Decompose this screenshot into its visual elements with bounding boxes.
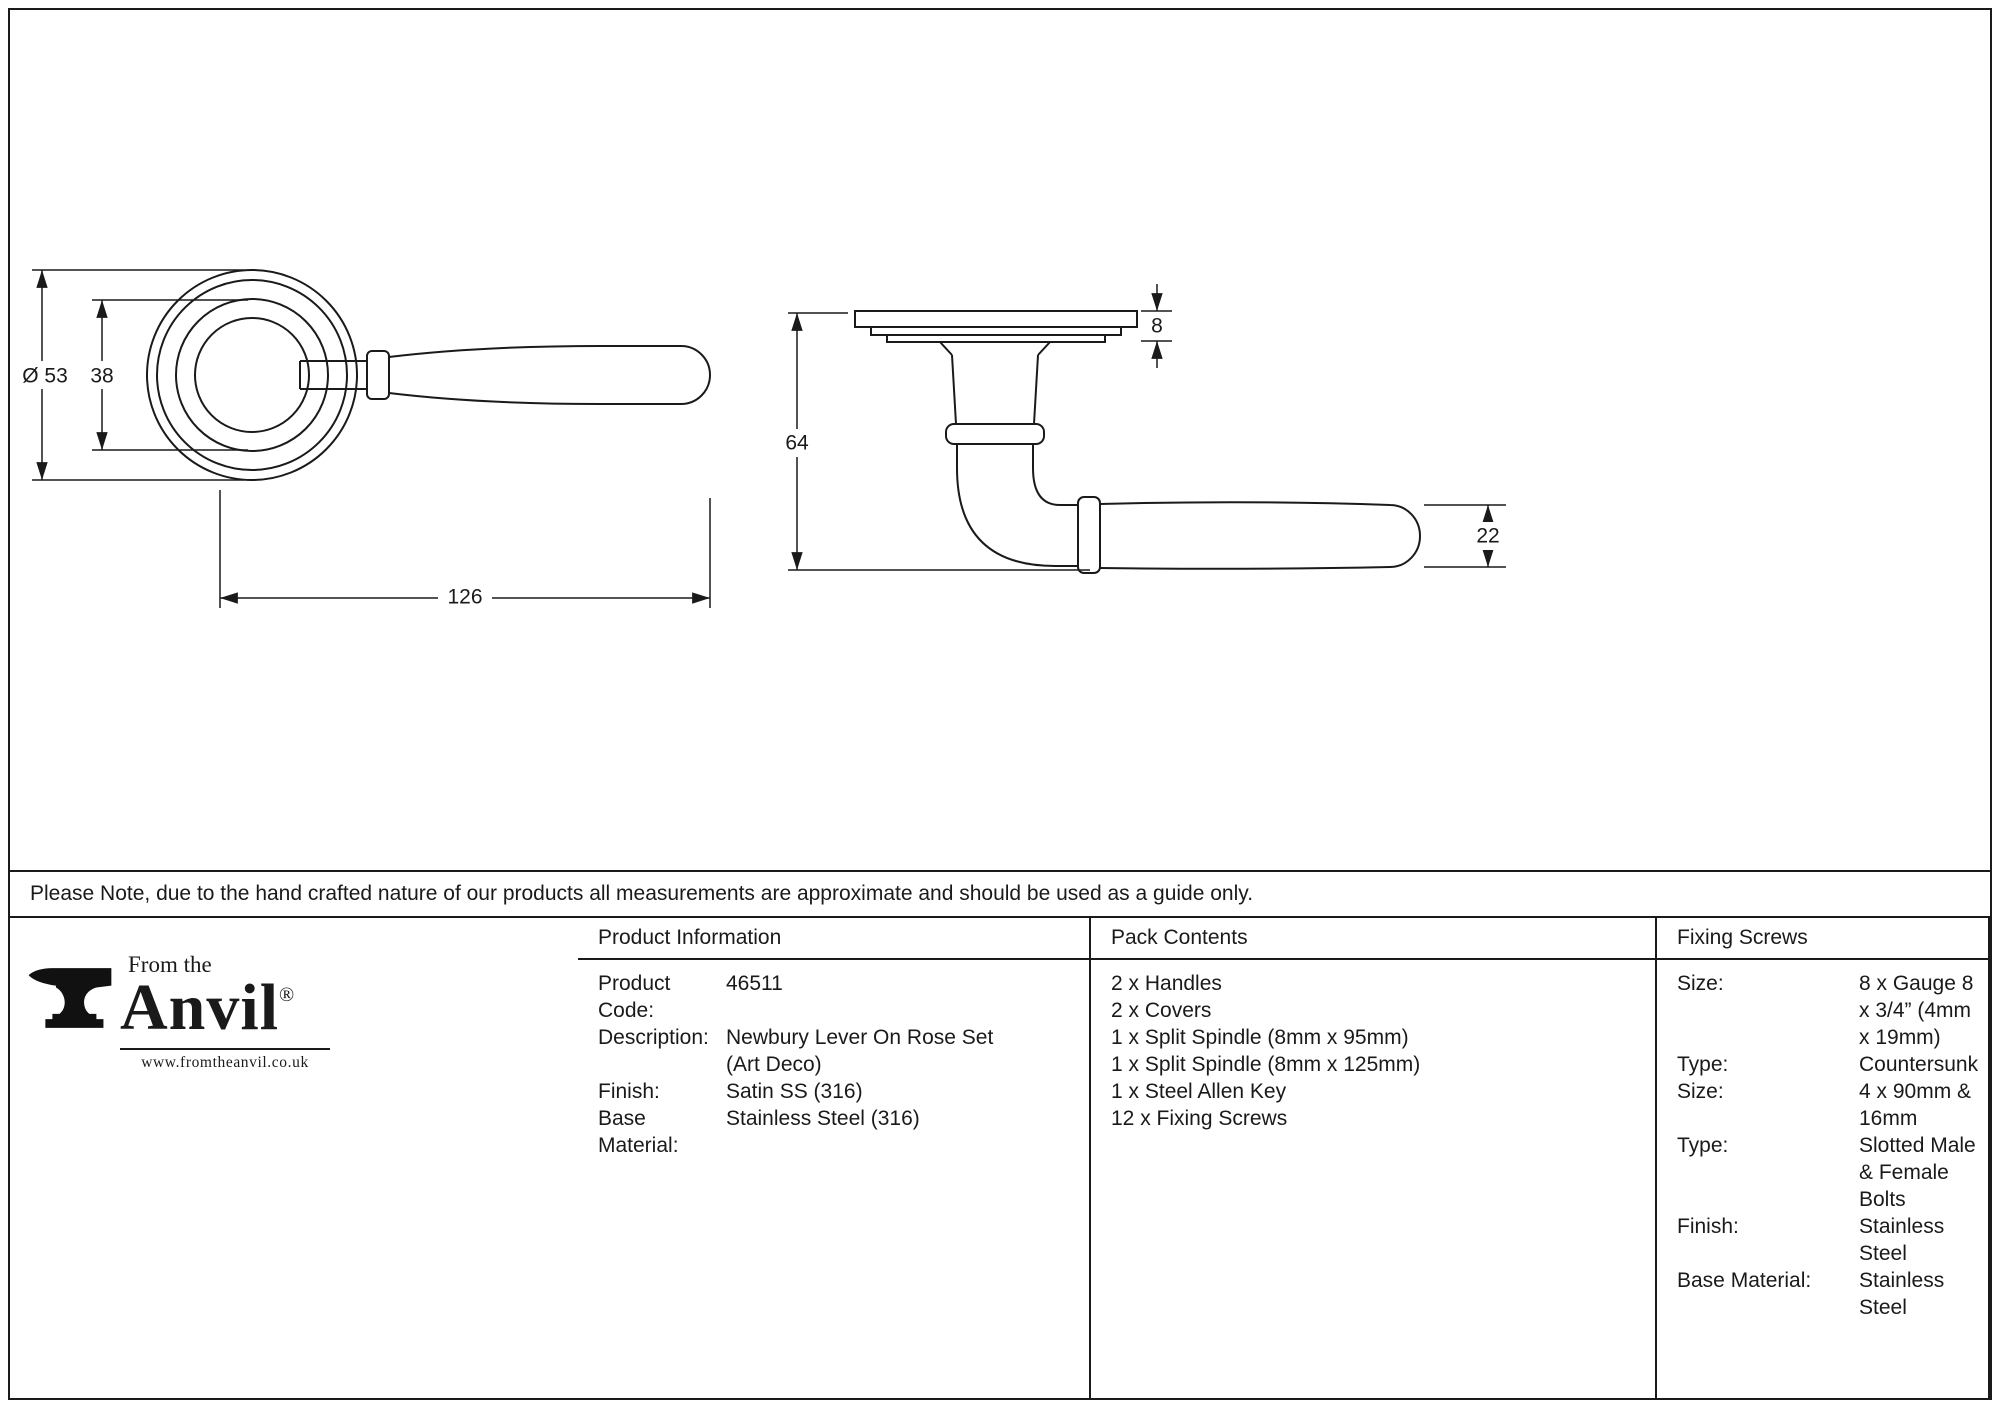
dim-label-lever-thickness: 22 xyxy=(1476,525,1499,548)
list-item: 12 x Fixing Screws xyxy=(1111,1107,1288,1130)
dim-label-diameter: Ø 53 xyxy=(22,365,68,388)
registered-mark-icon: ® xyxy=(279,984,295,1006)
list-item: 2 x Covers xyxy=(1111,999,1212,1022)
row-value: Slotted Male & Female Bolts xyxy=(1859,1134,1976,1211)
product-information-body: Product Code: 46511 Description: Newbury… xyxy=(578,960,1091,1398)
note-text: Please Note, due to the hand crafted nat… xyxy=(30,882,1254,905)
lever-grip xyxy=(388,345,711,405)
header-product-information: Product Information xyxy=(578,918,1091,960)
row-value: Stainless Steel xyxy=(1859,1269,1945,1319)
table-row: Base Material: Stainless Steel xyxy=(1677,1267,1978,1321)
row-label xyxy=(598,1051,726,1078)
rose-plate xyxy=(854,310,1138,328)
brand-logo-cell: From the Anvil® www.fromtheanvil.co.uk xyxy=(10,918,578,1398)
fixing-screws-body: Size: 8 x Gauge 8 x 3/4” (4mm x 19mm) Ty… xyxy=(1657,960,1990,1398)
lever-collar xyxy=(366,350,390,400)
header-product-information-label: Product Information xyxy=(598,926,782,949)
table-row: Base Material: Stainless Steel (316) xyxy=(598,1105,1079,1159)
row-value: (Art Deco) xyxy=(726,1053,822,1076)
logo-block: From the Anvil® xyxy=(26,952,568,1046)
logo-text: From the Anvil® xyxy=(120,952,294,1046)
front-view-handle xyxy=(146,269,711,481)
row-label: Size: xyxy=(1677,972,1724,995)
info-table: Product Information Pack Contents Fixing… xyxy=(10,916,1990,1398)
rose-plate-step2 xyxy=(886,334,1106,343)
rose-outer-circle xyxy=(146,269,358,481)
table-row: Type: Slotted Male & Female Bolts xyxy=(1677,1132,1978,1213)
logo-brand-row: Anvil® xyxy=(120,970,294,1046)
row-label: Finish: xyxy=(598,1080,660,1103)
row-value: 4 x 90mm & 16mm xyxy=(1859,1080,1972,1130)
table-row: Finish: Stainless Steel xyxy=(1677,1213,1978,1267)
row-label: Base Material: xyxy=(1677,1269,1812,1292)
dim-label-bg xyxy=(18,361,72,389)
table-row: Size: 8 x Gauge 8 x 3/4” (4mm x 19mm) xyxy=(1677,970,1978,1051)
lever-collar-side xyxy=(1077,496,1101,574)
header-pack-contents-label: Pack Contents xyxy=(1111,926,1248,949)
drawing-area: Ø 53 38 126 xyxy=(10,10,1990,870)
row-label: Type: xyxy=(1677,1053,1729,1076)
row-label: Type: xyxy=(1677,1134,1729,1157)
header-pack-contents: Pack Contents xyxy=(1091,918,1657,960)
row-label: Base Material: xyxy=(598,1107,679,1157)
elbow-outer xyxy=(956,467,1078,567)
dim-label-bg xyxy=(1468,522,1508,550)
ext-lines-length xyxy=(219,490,711,608)
neck-cone xyxy=(939,341,1051,356)
neck-cylinder xyxy=(951,354,1039,425)
elbow-inner xyxy=(1032,467,1078,506)
table-row: (Art Deco) xyxy=(598,1051,1079,1078)
rose-ring-3 xyxy=(175,298,329,452)
anvil-icon xyxy=(28,968,112,1028)
side-view-handle xyxy=(854,310,1421,574)
measurement-note: Please Note, due to the hand crafted nat… xyxy=(10,870,1990,916)
ext-lines-height xyxy=(788,312,1090,571)
technical-drawing: Ø 53 38 126 xyxy=(18,269,1508,611)
dim-label-inner: 38 xyxy=(90,365,113,388)
row-value: 46511 xyxy=(726,972,783,995)
row-value: Stainless Steel (316) xyxy=(726,1107,920,1130)
ext-lines-diameter xyxy=(32,269,244,481)
row-value: Stainless Steel xyxy=(1859,1215,1945,1265)
table-row: Description: Newbury Lever On Rose Set xyxy=(598,1024,1079,1051)
dim-label-length: 126 xyxy=(447,586,482,609)
list-item: 2 x Handles xyxy=(1111,972,1222,995)
rose-plate-step1 xyxy=(870,326,1122,336)
row-value: Satin SS (316) xyxy=(726,1080,863,1103)
logo-website: www.fromtheanvil.co.uk xyxy=(120,1048,330,1072)
pack-contents-body: 2 x Handles 2 x Covers 1 x Split Spindle… xyxy=(1091,960,1657,1398)
list-item: 1 x Split Spindle (8mm x 125mm) xyxy=(1111,1053,1421,1076)
rose-ring-2 xyxy=(156,279,348,471)
dim-label-height: 64 xyxy=(785,432,809,455)
table-row: Size: 4 x 90mm & 16mm xyxy=(1677,1078,1978,1132)
row-value: 8 x Gauge 8 x 3/4” (4mm x 19mm) xyxy=(1859,972,1974,1049)
header-fixing-screws: Fixing Screws xyxy=(1657,918,1990,960)
dim-label-bg xyxy=(438,583,492,611)
front-view-dimensions xyxy=(32,269,711,608)
rose-ring-4 xyxy=(194,317,310,433)
table-row: Type: Countersunk xyxy=(1677,1051,1978,1078)
row-label: Finish: xyxy=(1677,1215,1739,1238)
row-label: Description: xyxy=(598,1026,709,1049)
list-item: 1 x Split Spindle (8mm x 95mm) xyxy=(1111,1026,1409,1049)
table-row: Finish: Satin SS (316) xyxy=(598,1078,1079,1105)
lever-shank xyxy=(299,360,367,390)
neck-lower xyxy=(956,444,1034,468)
ext-lines-inner xyxy=(92,299,248,451)
row-label: Product Code: xyxy=(598,972,671,1022)
neck-collar xyxy=(945,423,1045,445)
lever-grip-side xyxy=(1099,501,1421,570)
logo-brand: Anvil xyxy=(120,971,280,1044)
header-fixing-screws-label: Fixing Screws xyxy=(1677,926,1808,949)
logo-tagline: From the xyxy=(128,952,212,977)
row-value: Countersunk xyxy=(1859,1053,1979,1076)
dim-label-bg xyxy=(85,361,119,389)
list-item: 1 x Steel Allen Key xyxy=(1111,1080,1287,1103)
table-row: Product Code: 46511 xyxy=(598,970,1079,1024)
dim-label-bg xyxy=(776,429,818,457)
dim-label-plate-thickness: 8 xyxy=(1151,315,1163,338)
row-value: Newbury Lever On Rose Set xyxy=(726,1026,994,1049)
spec-sheet: Ø 53 38 126 xyxy=(8,8,1992,1400)
row-label: Size: xyxy=(1677,1080,1724,1103)
